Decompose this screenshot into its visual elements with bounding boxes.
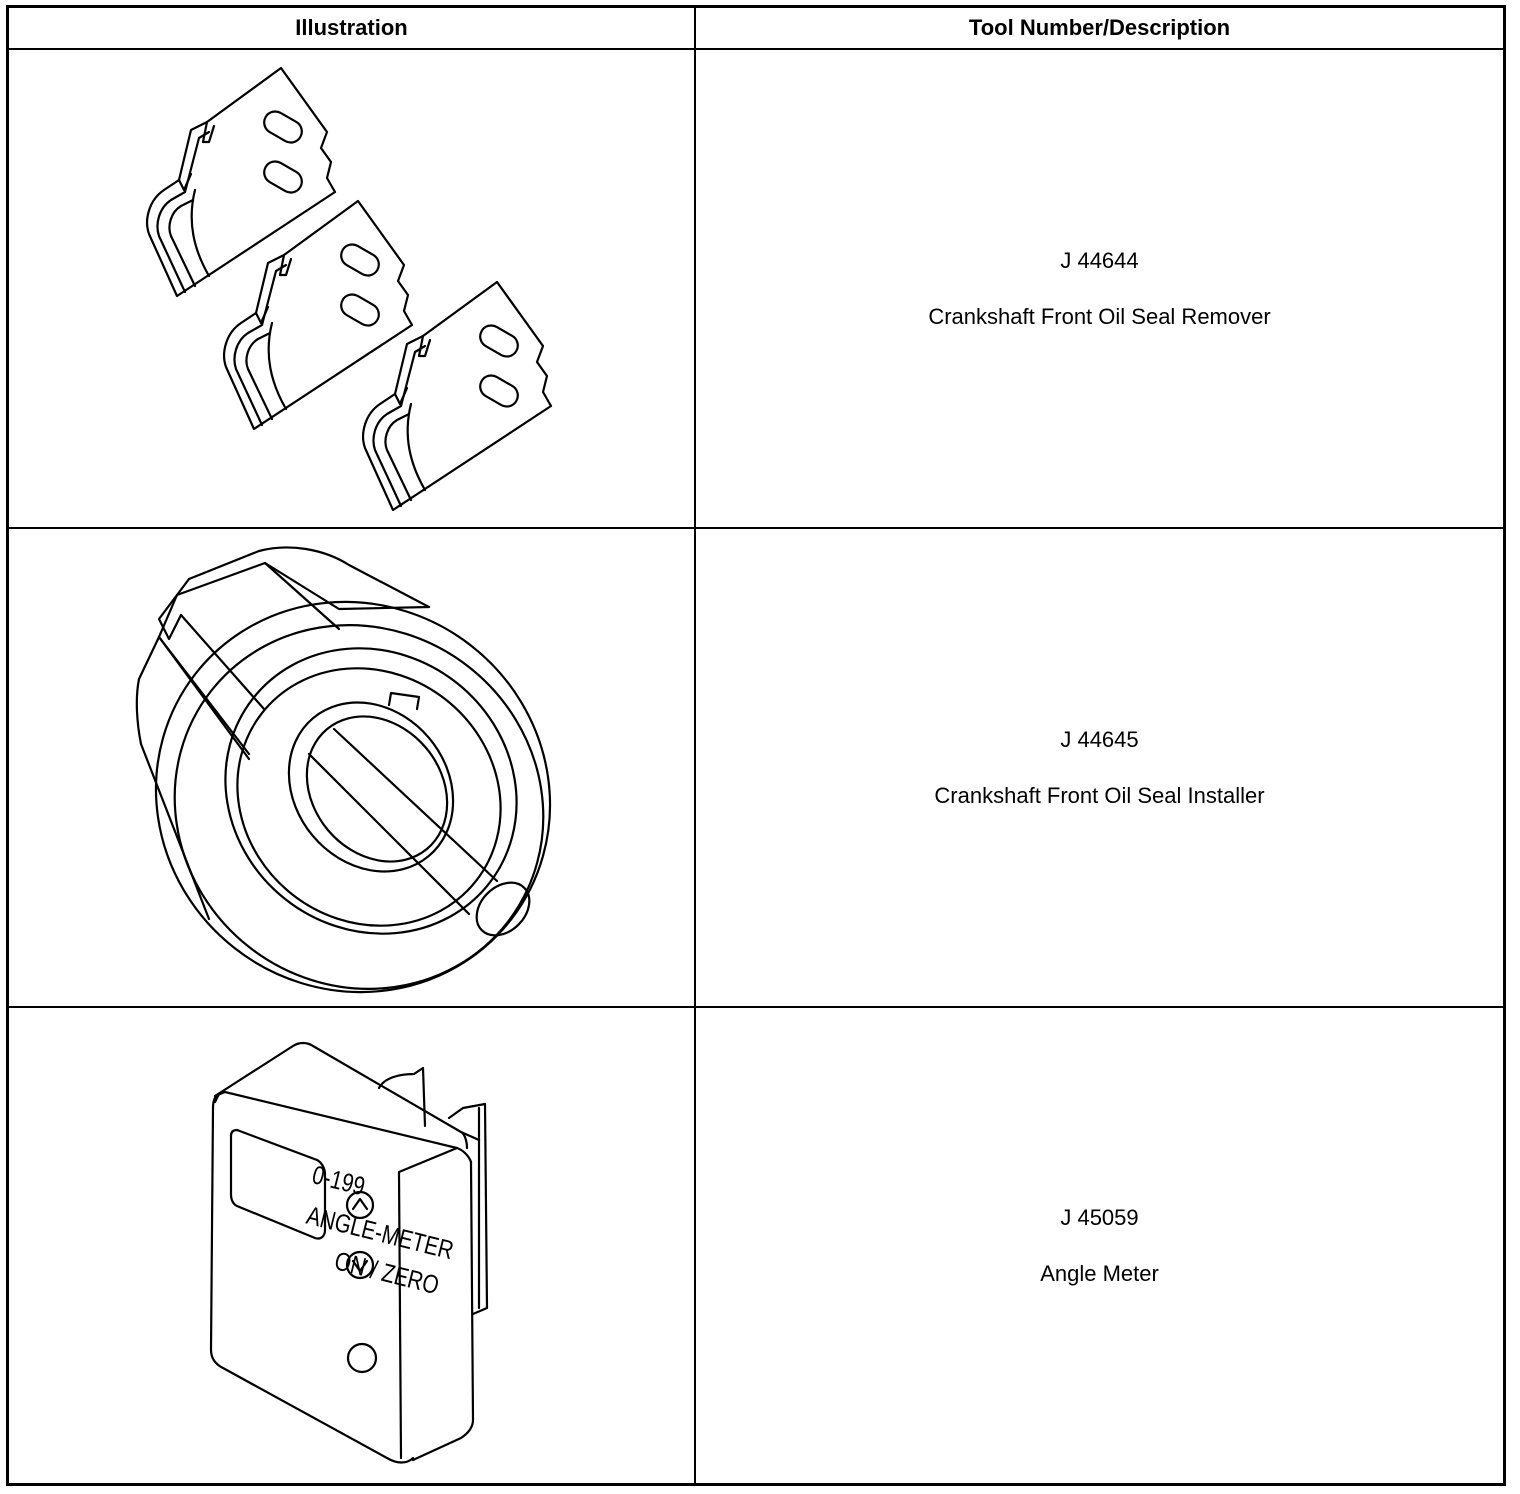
tool-description: Angle Meter [1040, 1260, 1159, 1286]
table-row-2-description: J 44645 Crankshaft Front Oil Seal Instal… [696, 529, 1503, 1008]
meter-name-label: ANGLE-METER [304, 1201, 457, 1265]
seal-installer-drawing [135, 546, 552, 994]
header-tool-number: Tool Number/Description [696, 8, 1503, 50]
table-row-1-description: J 44644 Crankshaft Front Oil Seal Remove… [696, 50, 1503, 529]
remover-plate-2 [223, 199, 414, 431]
table-row-3-description: J 45059 Angle Meter [696, 1008, 1503, 1483]
seal-remover-drawing [146, 66, 553, 512]
tool-number: J 44644 [1060, 247, 1139, 273]
angle-meter-drawing: 0-199 ANGLE-METER ON / ZERO [209, 1041, 489, 1464]
header-illustration: Illustration [9, 8, 696, 50]
tool-number: J 44645 [1060, 726, 1139, 752]
remover-plate-3 [362, 280, 553, 512]
table-row-1-illustration [9, 50, 696, 529]
range-label: 0-199 [309, 1160, 368, 1201]
tool-description: Crankshaft Front Oil Seal Remover [928, 303, 1271, 329]
device-label-text: 0-199 ANGLE-METER ON / ZERO [304, 1160, 457, 1300]
special-tools-table: Illustration Tool Number/Description [6, 5, 1506, 1486]
table-row-2-illustration [9, 529, 696, 1008]
tool-description: Crankshaft Front Oil Seal Installer [934, 782, 1265, 808]
table-row-3-illustration: 0-199 ANGLE-METER ON / ZERO [9, 1008, 696, 1483]
tool-number: J 45059 [1060, 1204, 1139, 1230]
remover-plate-1 [146, 66, 337, 298]
